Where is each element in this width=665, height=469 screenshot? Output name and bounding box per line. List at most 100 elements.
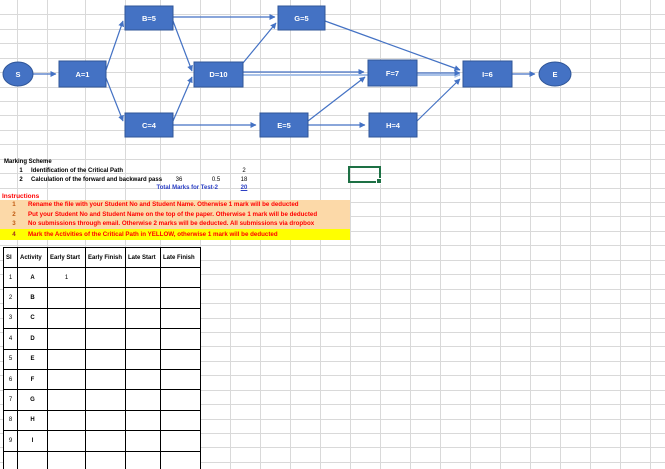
- activity-node-B[interactable]: [124, 5, 174, 31]
- fill-handle[interactable]: [376, 178, 382, 184]
- gridline-vertical: [560, 0, 561, 469]
- diagram-edges: [33, 14, 536, 128]
- table-cell[interactable]: 2: [3, 287, 18, 309]
- table-cell[interactable]: E: [17, 348, 48, 370]
- table-cell[interactable]: [125, 389, 161, 411]
- table-cell[interactable]: [125, 287, 161, 309]
- table-cell[interactable]: [47, 430, 86, 452]
- table-cell[interactable]: [160, 450, 201, 469]
- table-cell[interactable]: [85, 389, 126, 411]
- table-header-cell[interactable]: Activity: [17, 247, 48, 268]
- table-cell[interactable]: [160, 430, 201, 452]
- table-header-cell[interactable]: Early Finish: [85, 247, 126, 268]
- table-cell[interactable]: C: [17, 307, 48, 330]
- table-cell[interactable]: [85, 266, 126, 289]
- table-cell[interactable]: [160, 389, 201, 411]
- table-cell[interactable]: [85, 430, 126, 452]
- edge-H-I: [416, 78, 461, 122]
- gridline-horizontal: [0, 288, 665, 290]
- table-cell[interactable]: B: [17, 287, 48, 309]
- table-cell[interactable]: [3, 450, 18, 469]
- table-cell[interactable]: [160, 348, 201, 370]
- table-cell[interactable]: [160, 368, 201, 391]
- table-cell[interactable]: F: [17, 368, 48, 391]
- table-cell[interactable]: 1: [3, 266, 18, 289]
- table-header-cell[interactable]: Early Start: [47, 247, 86, 268]
- gridline-horizontal: [0, 245, 665, 247]
- table-cell[interactable]: [125, 368, 161, 391]
- total-marks-value: 20: [240, 185, 248, 191]
- table-cell[interactable]: [85, 348, 126, 370]
- table-cell[interactable]: [160, 328, 201, 350]
- table-cell[interactable]: 4: [3, 328, 18, 350]
- table-cell[interactable]: [85, 287, 126, 309]
- table-cell[interactable]: [125, 328, 161, 350]
- table-cell[interactable]: [47, 368, 86, 391]
- activity-node-G[interactable]: [277, 5, 326, 31]
- table-cell[interactable]: [125, 450, 161, 469]
- table-cell[interactable]: [125, 348, 161, 370]
- table-cell[interactable]: [47, 328, 86, 350]
- table-cell[interactable]: 9: [3, 430, 18, 452]
- table-cell[interactable]: [47, 389, 86, 411]
- table-cell[interactable]: [47, 409, 86, 432]
- end-node[interactable]: [538, 61, 572, 87]
- table-cell[interactable]: [125, 409, 161, 432]
- table-cell[interactable]: D: [17, 328, 48, 350]
- node-label-D: D=10: [209, 70, 227, 79]
- table-cell[interactable]: [47, 307, 86, 330]
- table-cell[interactable]: [85, 368, 126, 391]
- table-cell[interactable]: [125, 307, 161, 330]
- table-header-cell[interactable]: Late Start: [125, 247, 161, 268]
- instruction-text: Put your Student No and Student Name on …: [28, 210, 318, 218]
- edge-A-C: [105, 77, 124, 122]
- table-header-cell[interactable]: Sl: [3, 247, 18, 268]
- node-label-A: A=1: [76, 70, 90, 79]
- table-cell[interactable]: A: [17, 266, 48, 289]
- table-cell[interactable]: 8: [3, 409, 18, 432]
- activity-node-C[interactable]: [124, 112, 174, 138]
- activity-node-H[interactable]: [368, 112, 418, 138]
- activity-node-A[interactable]: [58, 60, 107, 88]
- gridline-horizontal: [0, 317, 665, 319]
- active-cell-selection[interactable]: [348, 166, 382, 184]
- table-cell[interactable]: [47, 450, 86, 469]
- edge-A-B: [105, 20, 125, 71]
- gridline-horizontal: [0, 432, 665, 434]
- table-cell[interactable]: [85, 307, 126, 330]
- table-cell[interactable]: [85, 328, 126, 350]
- table-cell[interactable]: 6: [3, 368, 18, 391]
- table-cell[interactable]: 5: [3, 348, 18, 370]
- table-cell[interactable]: [17, 450, 48, 469]
- diagram-node-labels: S A=1 B=5 C=4 D=10 E=5 F=7 G=5 H=4 I=6 E: [15, 14, 557, 130]
- gridline-vertical: [440, 0, 441, 469]
- activity-node-D[interactable]: [193, 61, 244, 88]
- table-cell[interactable]: I: [17, 430, 48, 452]
- table-cell[interactable]: [47, 348, 86, 370]
- table-cell[interactable]: 3: [3, 307, 18, 330]
- gridline-horizontal: [0, 404, 665, 405]
- edge-C-D: [172, 76, 193, 122]
- table-cell[interactable]: [125, 430, 161, 452]
- activity-node-E[interactable]: [259, 112, 309, 138]
- table-cell[interactable]: [85, 450, 126, 469]
- table-cell[interactable]: G: [17, 389, 48, 411]
- activity-node-F[interactable]: [367, 59, 418, 87]
- table-cell[interactable]: [160, 409, 201, 432]
- activity-node-I[interactable]: [462, 60, 513, 88]
- edge-D-G: [242, 22, 277, 64]
- table-cell[interactable]: [47, 287, 86, 309]
- start-node[interactable]: [2, 61, 34, 87]
- gridline-vertical: [650, 0, 651, 469]
- table-cell[interactable]: 7: [3, 389, 18, 411]
- table-cell[interactable]: [125, 266, 161, 289]
- table-header-cell[interactable]: Late Finish: [160, 247, 201, 268]
- table-cell[interactable]: [85, 409, 126, 432]
- table-cell[interactable]: H: [17, 409, 48, 432]
- table-cell[interactable]: [160, 287, 201, 309]
- table-cell[interactable]: 1: [47, 266, 86, 289]
- table-cell[interactable]: [160, 266, 201, 289]
- table-cell[interactable]: [160, 307, 201, 330]
